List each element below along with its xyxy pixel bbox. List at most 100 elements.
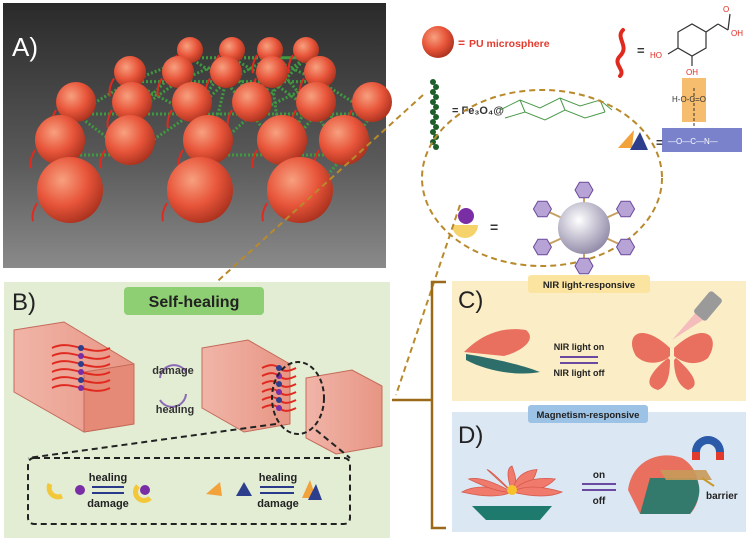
svg-text:HO: HO bbox=[650, 51, 662, 60]
nanoparticle bbox=[430, 129, 436, 135]
pu-microsphere bbox=[105, 115, 155, 165]
nanoparticle bbox=[433, 114, 439, 120]
panel-b-title-box bbox=[124, 287, 264, 315]
pu-microsphere bbox=[112, 82, 152, 122]
azo-host-icon bbox=[630, 132, 648, 150]
pu-microsphere-icon bbox=[422, 26, 454, 58]
pu-microsphere bbox=[183, 115, 233, 165]
crosslink-node bbox=[78, 369, 84, 375]
pu-microsphere bbox=[352, 82, 392, 122]
red-linker bbox=[156, 77, 163, 97]
pu-microsphere bbox=[293, 37, 319, 63]
pu-microsphere bbox=[304, 56, 336, 88]
pu-microsphere bbox=[296, 82, 336, 122]
crosslink-node bbox=[276, 381, 282, 387]
pu-microsphere bbox=[37, 157, 103, 223]
panel-d-title-box bbox=[528, 405, 648, 423]
red-linker bbox=[261, 202, 268, 222]
petal bbox=[510, 486, 564, 497]
svg-text:—O—C—N—: —O—C—N— bbox=[668, 137, 718, 146]
crosslink-node bbox=[78, 377, 84, 383]
legend: = PU microsphere = O OH HO OH = Fe₃O₄@ = bbox=[421, 5, 743, 275]
red-linker bbox=[29, 149, 36, 169]
catechol-structure-icon: O OH HO OH bbox=[650, 5, 743, 77]
magnet-off-label: off bbox=[593, 496, 606, 507]
guest-sphere-icon bbox=[458, 208, 474, 224]
aryl-ring bbox=[574, 257, 594, 275]
red-linker bbox=[108, 77, 115, 97]
fracture-zoom-ellipse bbox=[271, 361, 325, 435]
unfolded-butterfly-icon bbox=[631, 332, 713, 390]
nir-off-label: NIR light off bbox=[554, 368, 606, 378]
bracket-connector bbox=[392, 280, 446, 530]
svg-text:H-O-C=O: H-O-C=O bbox=[672, 95, 706, 104]
open-flower-icon bbox=[460, 465, 564, 520]
azo-guest-icon bbox=[618, 130, 634, 148]
fe3o4-label: = Fe₃O₄@ bbox=[452, 105, 504, 117]
magnet-icon bbox=[692, 436, 724, 460]
panel-d: D) Magnetism-responsive on off barrier bbox=[452, 405, 746, 532]
nir-on-label: NIR light on bbox=[554, 342, 605, 352]
fe3o4-nanochain-icon bbox=[430, 79, 439, 150]
host-guest-equals: = bbox=[490, 219, 498, 235]
crosslink-strands bbox=[51, 344, 111, 392]
damage-healing-cycle-icon bbox=[159, 364, 187, 408]
red-linker bbox=[251, 149, 258, 169]
crosslink-node bbox=[276, 389, 282, 395]
broken-crosslink-strands bbox=[261, 364, 297, 412]
red-linker bbox=[251, 54, 258, 74]
svg-text:OH: OH bbox=[731, 29, 743, 38]
panel-a-label: A) bbox=[12, 32, 38, 62]
pu-microsphere-label: PU microsphere bbox=[469, 38, 550, 50]
red-linker bbox=[106, 109, 113, 129]
zoom-detail-box bbox=[27, 457, 351, 525]
petal bbox=[467, 478, 514, 493]
crosslink-node bbox=[78, 361, 84, 367]
pu-microsphere bbox=[232, 82, 272, 122]
panel-b-title: Self-healing bbox=[149, 294, 240, 311]
host-guest-equilibrium bbox=[46, 482, 152, 503]
chain-equals: = bbox=[637, 43, 645, 58]
panel-b-label: B) bbox=[12, 289, 36, 316]
nanoparticle bbox=[430, 99, 436, 105]
crosslink-node bbox=[276, 405, 282, 411]
red-chain-icon bbox=[615, 28, 626, 78]
crosslink-node bbox=[276, 397, 282, 403]
crosslink-node bbox=[276, 365, 282, 371]
hydrogen-bond-structure-icon: H-O-C=O —O—C—N— bbox=[662, 78, 742, 152]
healing-arrow-label: healing bbox=[156, 404, 195, 416]
equilibrium-2-bottom-label: damage bbox=[257, 498, 299, 510]
nanoparticle bbox=[433, 94, 439, 100]
crosslink-node bbox=[78, 353, 84, 359]
panel-c-title: NIR light-responsive bbox=[543, 280, 635, 291]
panel-d-label: D) bbox=[458, 422, 483, 449]
panel-a: A) bbox=[3, 3, 392, 268]
nanoparticle bbox=[433, 104, 439, 110]
nanoparticle bbox=[430, 89, 436, 95]
azo-equilibrium bbox=[206, 480, 322, 500]
panel-b: B) Self-healing damage healing bbox=[4, 282, 390, 538]
red-linker bbox=[166, 109, 173, 129]
pu-microsphere bbox=[177, 37, 203, 63]
svg-text:O: O bbox=[723, 5, 729, 14]
pu-microsphere bbox=[257, 37, 283, 63]
aryl-ring bbox=[532, 200, 553, 218]
pu-equals: = bbox=[458, 36, 465, 50]
flower-base bbox=[472, 506, 552, 520]
equilibrium-1-bottom-label: damage bbox=[87, 498, 129, 510]
damaged-polymer-block bbox=[201, 339, 383, 455]
equilibrium-2-top-label: healing bbox=[259, 472, 298, 484]
pu-microsphere bbox=[167, 157, 233, 223]
closed-flower-icon bbox=[628, 455, 712, 514]
connector-lines bbox=[209, 94, 461, 396]
panel-c: C) NIR light-responsive NIR light on NIR… bbox=[452, 275, 746, 401]
pu-microsphere bbox=[267, 157, 333, 223]
panel-d-title: Magnetism-responsive bbox=[537, 410, 640, 421]
barrier-pointer-arrow bbox=[701, 477, 715, 487]
azo-equals: = bbox=[656, 135, 664, 150]
aryl-ring bbox=[574, 181, 594, 199]
cyclodextrin-structure-icon bbox=[499, 97, 613, 121]
nir-laser-icon bbox=[672, 291, 722, 340]
nanochain-link bbox=[189, 56, 227, 83]
supramolecular-complex bbox=[532, 181, 636, 275]
